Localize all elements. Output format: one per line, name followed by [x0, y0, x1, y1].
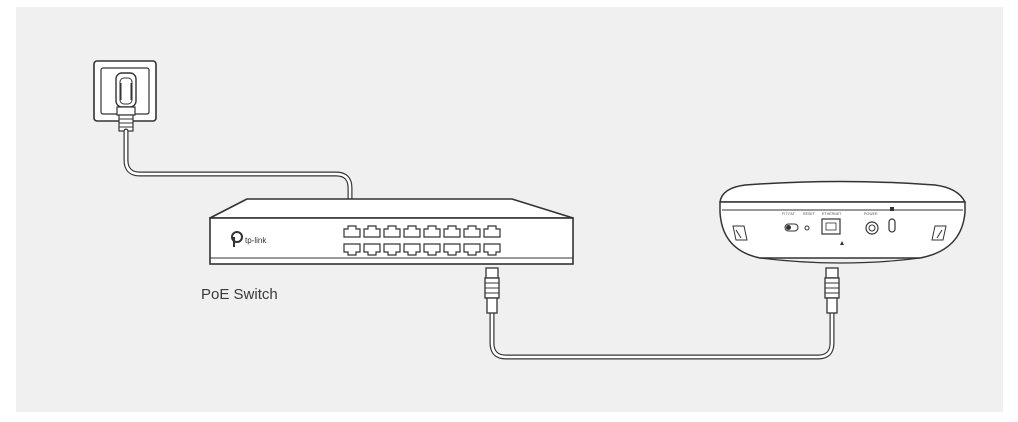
switch-port — [463, 225, 481, 238]
switch-port — [443, 225, 461, 238]
ap-label-fit-fat: FIT FAT — [782, 212, 795, 216]
tp-link-logo-icon — [231, 231, 243, 247]
wall-socket-icon — [93, 60, 157, 122]
switch-port — [463, 243, 481, 256]
switch-port — [443, 243, 461, 256]
ap-label-reset: RESET — [803, 212, 816, 216]
switch-port — [423, 243, 441, 256]
ap-label-ethernet: ETHERNET — [822, 212, 842, 216]
switch-port — [363, 225, 381, 238]
switch-port — [423, 225, 441, 238]
rj45-connector-switch-icon — [484, 267, 500, 314]
power-cable — [123, 128, 353, 203]
switch-port — [383, 225, 401, 238]
ethernet-arrow-icon — [840, 241, 844, 245]
ap-ethernet-port — [821, 218, 841, 235]
switch-port — [343, 225, 361, 238]
switch-port — [403, 225, 421, 238]
switch-port — [483, 225, 501, 238]
switch-brand: tp-link — [245, 236, 267, 245]
access-point: FIT FAT RESET ETHERNET POWER — [719, 180, 966, 264]
switch-port — [483, 243, 501, 256]
reset-button — [804, 225, 810, 231]
poe-switch-label: PoE Switch — [201, 286, 278, 303]
plug-icon — [116, 106, 136, 132]
switch-port — [383, 243, 401, 256]
lock-icon — [888, 207, 896, 233]
poe-switch: tp-link — [209, 198, 574, 265]
rj45-connector-ap-icon — [824, 267, 840, 314]
switch-port — [403, 243, 421, 256]
switch-ports — [343, 225, 501, 256]
ap-label-power: POWER — [864, 212, 878, 216]
power-jack — [865, 221, 879, 235]
ethernet-cable — [489, 310, 835, 360]
switch-port — [343, 243, 361, 256]
switch-port — [363, 243, 381, 256]
